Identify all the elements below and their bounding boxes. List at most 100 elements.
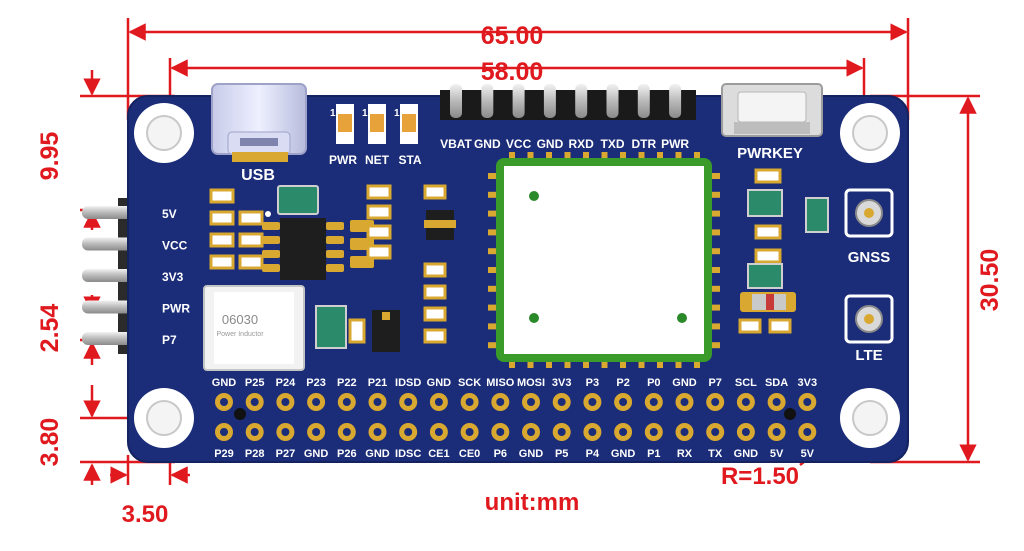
gpio-top-label: SCK <box>458 377 481 389</box>
gpio-top-label: P24 <box>276 377 296 389</box>
dimension-height-total: 30.50 <box>976 249 1004 312</box>
top-header-label: PWR <box>661 137 689 151</box>
mounting-hole-bottom-left <box>134 388 194 448</box>
gpio-top-label: P23 <box>306 377 326 389</box>
top-header-label: GND <box>537 137 564 151</box>
led-label-pwr: PWR <box>329 153 357 167</box>
gpio-bottom-label: GND <box>611 448 636 460</box>
top-header-label: DTR <box>631 137 656 151</box>
gpio-bottom-label: P4 <box>586 448 600 460</box>
gpio-bottom-label: GND <box>734 448 759 460</box>
gpio-top-label: 3V3 <box>798 377 818 389</box>
gpio-bottom-label: P29 <box>214 448 234 460</box>
gpio-bottom-label: GND <box>519 448 544 460</box>
gpio-pad-hole <box>680 428 689 436</box>
gpio-pad-hole <box>588 398 597 406</box>
pwrkey-button <box>721 83 823 137</box>
header-pin <box>669 84 682 118</box>
module-pad <box>488 210 502 217</box>
gpio-pad-hole <box>619 398 628 406</box>
usb-connector <box>211 83 307 162</box>
gpio-bottom-label: P1 <box>647 448 660 460</box>
module-pad <box>706 229 720 236</box>
power-inductor <box>203 285 305 371</box>
module-pad <box>488 267 502 273</box>
module-pad <box>488 248 502 255</box>
gpio-pad-hole <box>465 428 474 436</box>
gpio-pad-hole <box>619 428 628 436</box>
gpio-top-label: MOSI <box>517 377 545 389</box>
gpio-pad-hole <box>220 428 228 436</box>
module-pad <box>488 304 502 311</box>
top-header-label: RXD <box>569 137 595 151</box>
led-label-net: NET <box>365 153 390 167</box>
gpio-bottom-label: GND <box>304 448 329 460</box>
left-pin-label: VCC <box>162 239 188 253</box>
mounting-hole-top-right <box>840 103 900 163</box>
gpio-pad-hole <box>434 428 443 436</box>
gpio-pad-hole <box>342 398 351 406</box>
module-pad <box>706 173 720 179</box>
gpio-pad-hole <box>342 428 351 436</box>
module-pad <box>706 267 720 273</box>
gpio-top-label: P21 <box>368 377 388 389</box>
module-pad <box>706 248 720 255</box>
gnss-antenna-connector <box>844 188 894 238</box>
mounting-hole-bottom-right <box>840 388 900 448</box>
gpio-pad-hole <box>281 428 290 436</box>
gpio-pad-hole <box>312 428 321 436</box>
gpio-pad-hole <box>741 428 750 436</box>
gpio-pad-hole <box>527 428 535 436</box>
gpio-top-label: SCL <box>735 377 757 389</box>
pwrkey-label: PWRKEY <box>737 145 803 162</box>
cellular-module <box>488 152 720 368</box>
led-mark-2: 1 <box>362 108 368 119</box>
dimension-left-pitch: 2.54 <box>36 304 64 353</box>
gpio-pad-hole <box>711 428 720 436</box>
gpio-pad-hole <box>588 428 597 436</box>
usb-label: USB <box>241 167 275 184</box>
gpio-bottom-label: CE0 <box>459 448 480 460</box>
module-pad <box>706 285 720 292</box>
gpio-pad-hole <box>434 398 443 406</box>
module-pad <box>488 173 502 179</box>
gpio-top-label: P2 <box>616 377 629 389</box>
gpio-pad-hole <box>250 428 259 436</box>
gpio-pad-hole <box>220 398 228 406</box>
module-pad <box>488 229 502 236</box>
gpio-pad-hole <box>649 398 658 406</box>
dimension-texts: 65.00 58.00 30.50 9.95 2.54 3.80 3.50 R=… <box>36 22 1004 528</box>
module-pad <box>706 342 720 349</box>
top-header-label: GND <box>474 137 501 151</box>
gpio-top-label: IDSD <box>395 377 421 389</box>
header-pin <box>575 84 588 118</box>
led-label-sta: STA <box>398 153 421 167</box>
header-pin <box>606 84 619 118</box>
gpio-pad-hole <box>496 398 505 406</box>
header-pin <box>637 84 650 118</box>
gpio-bottom-label: RX <box>677 448 693 460</box>
gpio-pad-hole <box>772 398 781 406</box>
header-pin <box>481 84 494 118</box>
gpio-pad-hole <box>496 428 505 436</box>
gpio-pad-hole <box>373 428 382 436</box>
header-pin <box>450 84 462 118</box>
status-leds: 1 1 1 <box>330 104 418 144</box>
left-pin-label: 5V <box>162 207 177 221</box>
top-header-label: VBAT <box>440 137 472 151</box>
dimension-left-top: 9.95 <box>36 132 64 181</box>
gpio-pad-hole <box>557 428 566 436</box>
gpio-top-label: P0 <box>647 377 660 389</box>
right-components <box>738 168 829 334</box>
dimension-unit: unit:mm <box>485 489 580 516</box>
top-header-label: VCC <box>506 137 532 151</box>
dimension-radius: R=1.50 <box>721 463 799 490</box>
lte-label: LTE <box>855 347 882 364</box>
gpio-pad-hole <box>649 428 658 436</box>
